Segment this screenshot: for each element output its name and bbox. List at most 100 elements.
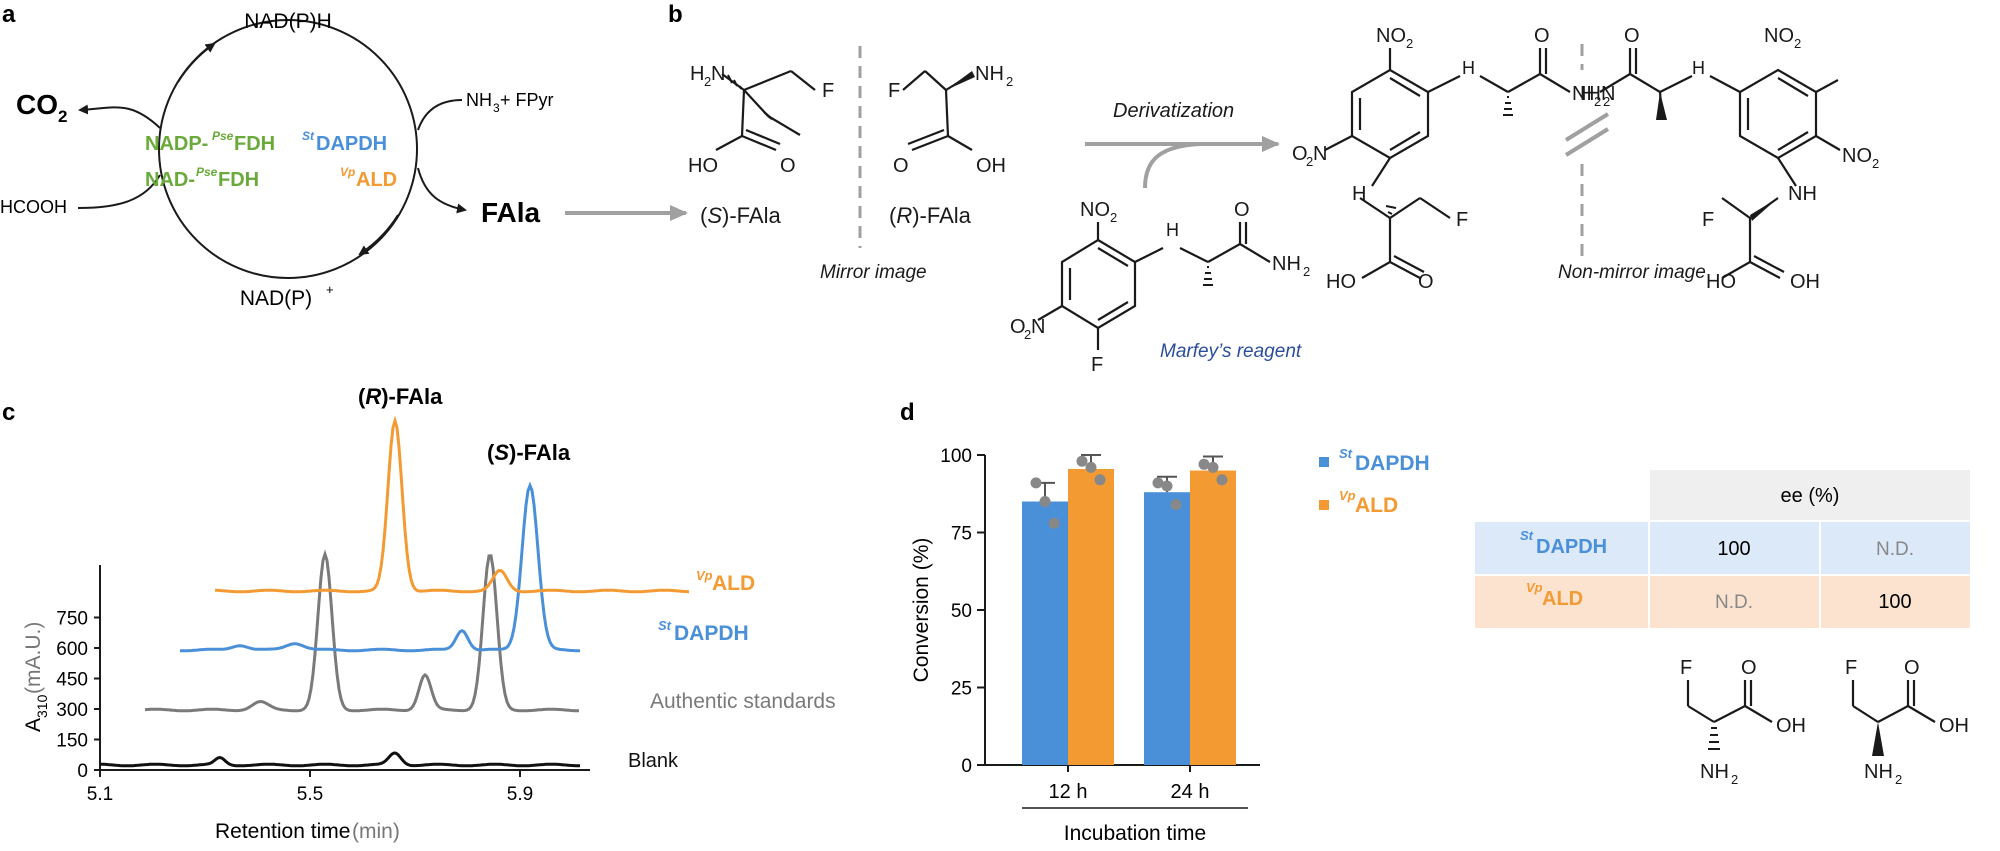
nadp-label: NAD(P) + [240, 282, 334, 310]
d-legend-stdapdh: St DAPDH [1319, 446, 1430, 475]
non-mirror-image-label: Non-mirror image [1558, 262, 1706, 283]
nh3-fpyr-label: NH 3 + FPyr [466, 90, 554, 115]
svg-text:CO: CO [16, 89, 58, 120]
svg-text:NH: NH [975, 63, 1004, 85]
svg-text:St: St [1520, 528, 1534, 543]
derivative-2-atoms: H 2 N O H NO 2 NO 2 NH F HO OH [1580, 25, 1879, 293]
ee-stereo [1708, 722, 1884, 756]
hash-marfey [1203, 266, 1213, 286]
svg-text:O: O [1904, 657, 1920, 679]
svg-text:Vp: Vp [696, 568, 713, 583]
s-fala-atoms: H 2 N F HO O [688, 63, 834, 177]
c-y-tick-label: 750 [56, 609, 88, 630]
ee-structures [1686, 680, 1936, 723]
svg-text:F: F [1845, 657, 1857, 679]
hash-s-fala [727, 74, 742, 90]
svg-text:DAPDH: DAPDH [1536, 536, 1607, 558]
svg-text:(R)-FAla: (R)-FAla [889, 203, 972, 228]
svg-text:F: F [1680, 657, 1692, 679]
svg-text:HO: HO [688, 155, 718, 177]
hcooh-label: HCOOH [0, 197, 67, 217]
svg-text:DAPDH: DAPDH [1355, 452, 1430, 475]
replicate-point [1039, 496, 1051, 507]
trace-blank [100, 751, 580, 768]
replicate-point [1161, 480, 1173, 492]
d-x-label: Incubation time [1064, 822, 1206, 845]
bar-vpald-12h [1068, 468, 1114, 765]
ee-header: ee (%) [1781, 485, 1840, 507]
wedge-derivative-2b [1750, 198, 1778, 221]
svg-text:St: St [658, 618, 672, 633]
peak-label-s-fala: (S)-FAla [487, 440, 571, 465]
replicate-point [1170, 499, 1182, 511]
svg-text:NH: NH [466, 90, 492, 110]
nh3-line [417, 99, 463, 131]
derivatization-label: Derivatization [1113, 100, 1234, 122]
trace-vpald [214, 415, 690, 594]
break-mark-2 [1564, 127, 1610, 157]
c-y-label: A 310 (mA.U.) [22, 622, 50, 732]
svg-text:A: A [22, 718, 45, 732]
svg-text:NO: NO [1764, 25, 1794, 47]
d-y-tick-label: 0 [961, 756, 972, 777]
svg-text:2: 2 [1303, 264, 1310, 279]
nadph-label: NAD(P)H [244, 10, 332, 33]
c-y-tick-label: 150 [56, 731, 88, 752]
ee-structure-l [1851, 680, 1936, 723]
c-y-tick-label: 300 [56, 700, 88, 721]
arrow-to-fala [417, 167, 467, 214]
svg-text:NO: NO [1842, 145, 1872, 167]
svg-text:H: H [1352, 183, 1366, 205]
r-fala-name: (R)-FAla [889, 203, 972, 228]
c-legend-standards: Authentic standards [650, 690, 836, 713]
svg-text:2: 2 [58, 107, 67, 126]
replicate-point [1085, 461, 1097, 473]
replicate-point [1216, 474, 1228, 486]
replicate-point [1048, 517, 1060, 529]
svg-text:O: O [1418, 271, 1434, 293]
svg-text:2: 2 [1024, 327, 1031, 342]
svg-text:NH: NH [1700, 761, 1729, 783]
enzyme-nad-psefdh: NAD- Pse FDH [145, 165, 259, 191]
svg-text:Pse: Pse [212, 129, 234, 143]
svg-text:OH: OH [1776, 715, 1806, 737]
svg-text:H: H [1462, 58, 1475, 78]
d-y-tick-label: 75 [951, 524, 972, 545]
c-y-tick-label: 0 [77, 761, 88, 782]
arrow-to-co2 [78, 104, 161, 129]
svg-text:St: St [1339, 446, 1353, 461]
svg-text:2: 2 [1306, 154, 1313, 169]
svg-text:OH: OH [1939, 715, 1969, 737]
c-y-tick-label: 600 [56, 639, 88, 660]
c-x-tick-label: 5.5 [297, 784, 323, 805]
svg-text:NADP-: NADP- [145, 133, 208, 155]
svg-text:+ FPyr: + FPyr [500, 90, 554, 110]
svg-text:ALD: ALD [1355, 494, 1398, 517]
ee-header-cell [1650, 470, 1970, 520]
d-legend-swatch-orange [1319, 500, 1329, 510]
svg-text:(min): (min) [352, 820, 400, 843]
ee-row-vpald-bg [1475, 576, 1970, 628]
replicate-point [1198, 458, 1210, 470]
replicate-point [1030, 477, 1042, 489]
s-fala-name: (S)-FAla [700, 203, 781, 228]
svg-text:FDH: FDH [234, 133, 275, 155]
svg-text:2: 2 [1603, 94, 1610, 109]
svg-text:NO: NO [1376, 25, 1406, 47]
svg-text:+: + [326, 282, 334, 297]
c-x-tick-label: 5.9 [507, 784, 533, 805]
svg-text:2: 2 [1110, 210, 1117, 225]
svg-text:H: H [1580, 83, 1594, 105]
co2-label: CO 2 [16, 89, 67, 126]
panel-label-a: a [2, 1, 16, 28]
svg-text:Vp: Vp [340, 165, 355, 179]
d-legend-swatch-blue [1319, 457, 1329, 467]
ee-row-stdapdh-bg [1475, 522, 1970, 574]
svg-text:2: 2 [1594, 94, 1601, 109]
svg-text:O: O [780, 155, 796, 177]
svg-text:DAPDH: DAPDH [674, 622, 749, 645]
svg-text:OH: OH [976, 155, 1006, 177]
panel-a-cycle: NAD(P)H NAD(P) + CO 2 HCOOH NH 3 + FPyr … [0, 10, 688, 310]
svg-text:ALD: ALD [356, 169, 397, 191]
